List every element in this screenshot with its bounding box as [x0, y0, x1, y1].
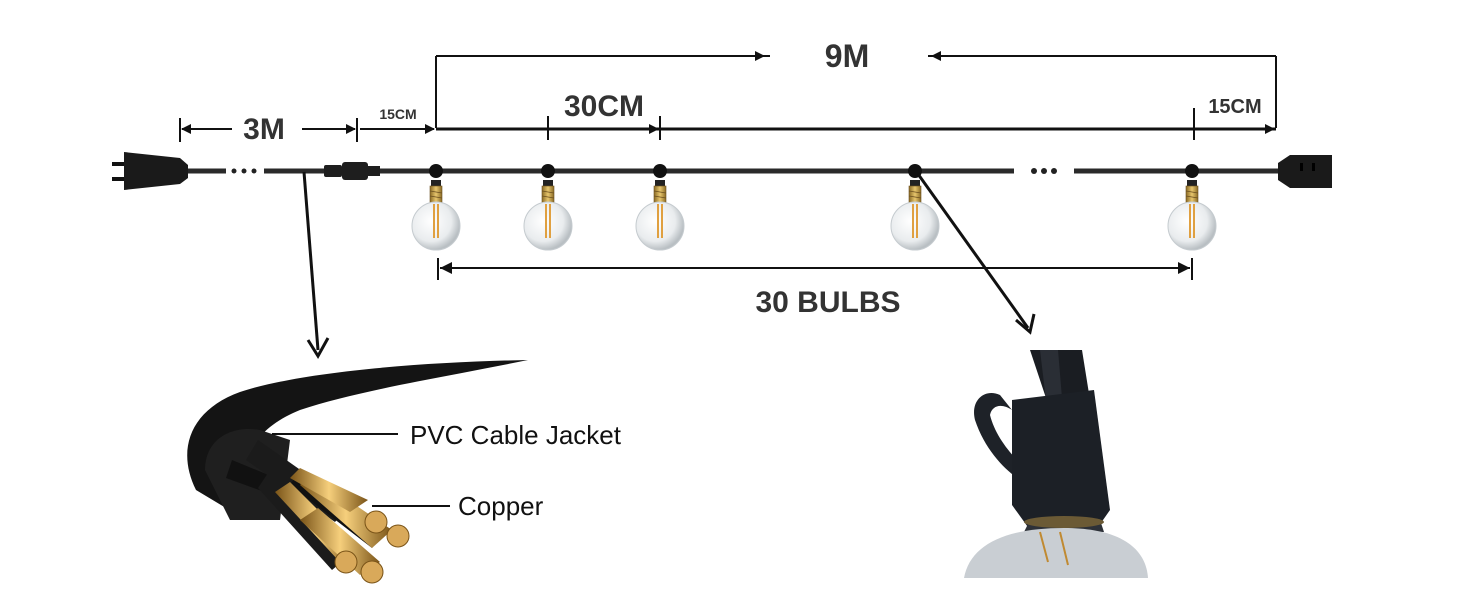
bulb-icon: [635, 179, 685, 251]
bulb-node: [411, 164, 461, 251]
bulb-icon: [890, 179, 940, 251]
bulb-icon: [1167, 179, 1217, 251]
socket-callout-arrow: [916, 173, 1030, 329]
cable-callout-arrow: [302, 171, 320, 351]
bulb-node: [523, 164, 573, 251]
bulb-icon: [411, 179, 461, 251]
plug-icon: [112, 152, 188, 190]
ellipsis-dots-right: [1031, 168, 1057, 174]
jacket-label: PVC Cable Jacket: [410, 420, 622, 450]
cable-cross-section-icon: [187, 360, 528, 584]
copper-label: Copper: [458, 491, 544, 521]
total-length-label: 9M: [825, 38, 869, 74]
bulb-icon: [523, 179, 573, 251]
end-gap-label: 15CM: [1208, 96, 1261, 118]
ellipsis-dots-left: [231, 168, 257, 174]
bulb-node: [890, 164, 940, 251]
start-gap-label: 15CM: [379, 106, 416, 122]
lead-length-label: 3M: [243, 113, 285, 146]
socket-icon: [1278, 155, 1332, 188]
bulb-socket-closeup-icon: [964, 350, 1148, 578]
bulb-spacing-label: 30CM: [564, 90, 644, 123]
bulb-count-label: 30 BULBS: [755, 286, 900, 319]
connector-icon: [324, 162, 380, 180]
bulb-node: [1167, 164, 1217, 251]
bulb-node: [635, 164, 685, 251]
